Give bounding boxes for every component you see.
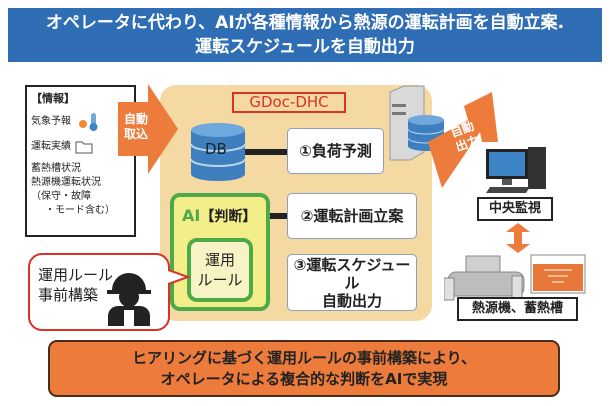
auto-import-label: 自動 取込 bbox=[120, 112, 152, 142]
gdoc-dhc-label: GDoc-DHC bbox=[232, 92, 346, 113]
ai-text: AI bbox=[182, 206, 201, 225]
thermal-storage-tank-icon bbox=[530, 254, 586, 294]
central-monitoring-label: 中央監視 bbox=[477, 197, 553, 221]
weather-thermometer-icon bbox=[79, 113, 98, 131]
rule-line-2: ルール bbox=[197, 271, 243, 289]
step-operation-planning: ②運転計画立案 bbox=[287, 193, 417, 239]
operation-rule-box: 運用 ルール bbox=[187, 238, 253, 302]
connector-2 bbox=[270, 213, 287, 219]
banner-line-2: 運転スケジュールを自動出力 bbox=[195, 37, 415, 57]
rule-line-1: 運用 bbox=[204, 251, 235, 269]
bubble-line-1: 運用ルール bbox=[38, 266, 114, 284]
info-title: 【情報】 bbox=[31, 92, 75, 105]
auto-import-line-2: 取込 bbox=[123, 127, 148, 141]
auto-output-arrow bbox=[428, 92, 498, 188]
step3-line-1: ③運転スケジュール bbox=[293, 255, 411, 292]
title-banner: オペレータに代わり、AIが各種情報から熱源の運転計画を自動立案. 運転スケジュー… bbox=[8, 8, 602, 62]
summary-box: ヒアリングに基づく運用ルールの事前構築により、 オペレータによる複合的な判断をA… bbox=[48, 340, 560, 397]
operator-worker-icon bbox=[107, 273, 151, 326]
status-line-4: ・モード含む） bbox=[45, 205, 115, 216]
ai-label: AI【判断】 bbox=[182, 206, 256, 226]
step-load-forecast: ①負荷予測 bbox=[287, 128, 384, 174]
auto-import-arrow bbox=[118, 84, 178, 174]
auto-import-line-1: 自動 bbox=[123, 112, 148, 126]
results-label: 運転実績 bbox=[31, 141, 71, 152]
bubble-tail bbox=[168, 269, 190, 285]
bidirectional-arrow-icon bbox=[506, 223, 530, 253]
step-schedule-output: ③運転スケジュール 自動出力 bbox=[287, 254, 417, 311]
summary-line-1: ヒアリングに基づく運用ルールの事前構築により、 bbox=[131, 349, 477, 367]
step3-line-2: 自動出力 bbox=[321, 291, 382, 310]
equipment-label: 熱源機、蓄熱槽 bbox=[457, 297, 578, 321]
folder-icon bbox=[75, 141, 93, 154]
info-box: 【情報】 気象予報 運転実績 蓄熱槽状況 熱源機運転状況 （保守・故障 ・モード… bbox=[25, 85, 136, 237]
status-line-3: （保守・故障 bbox=[31, 191, 91, 202]
summary-line-2: オペレータによる複合的な判断をAIで実現 bbox=[160, 370, 448, 388]
status-line-1: 蓄熱槽状況 bbox=[31, 163, 81, 174]
bubble-line-2: 事前構築 bbox=[38, 286, 99, 304]
computer-icon bbox=[486, 147, 546, 193]
db-label: DB bbox=[205, 140, 227, 158]
banner-line-1: オペレータに代わり、AIが各種情報から熱源の運転計画を自動立案. bbox=[45, 13, 565, 33]
heat-source-chiller-icon bbox=[444, 255, 525, 301]
connector-1 bbox=[245, 149, 287, 155]
judge-text: 【判断】 bbox=[200, 209, 257, 225]
weather-label: 気象予報 bbox=[31, 116, 71, 127]
database-icon bbox=[190, 123, 246, 181]
status-line-2: 熱源機運転状況 bbox=[31, 177, 101, 188]
